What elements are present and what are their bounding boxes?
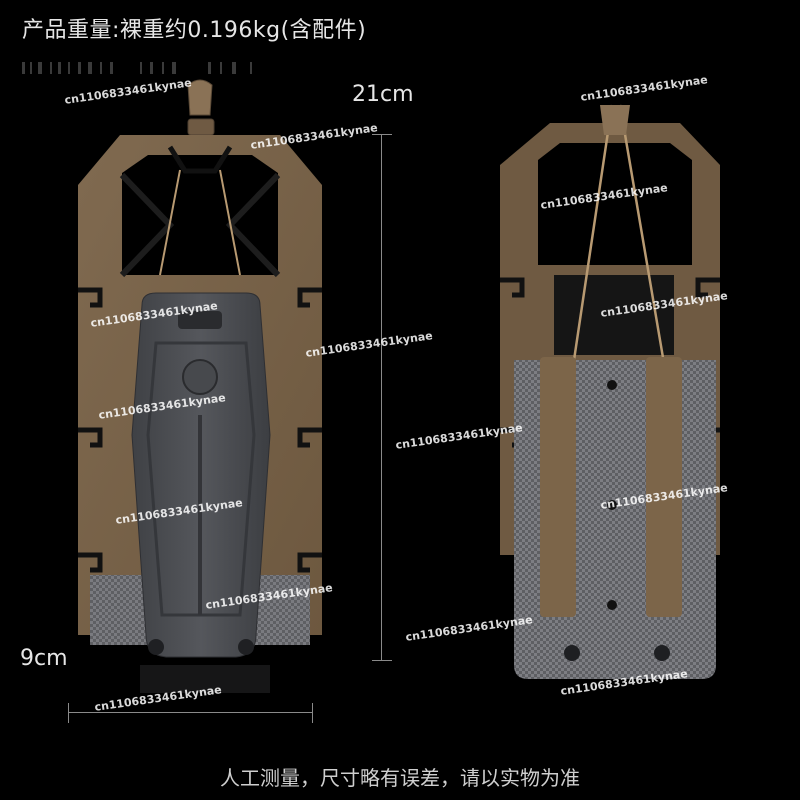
height-dimension-line <box>381 134 382 660</box>
measurement-disclaimer: 人工测量，尺寸略有误差，请以实物为准 <box>220 766 580 790</box>
text-strip-decoration <box>22 62 252 74</box>
width-dimension-line <box>68 712 312 713</box>
product-weight-title: 产品重量:裸重约0.196kg(含配件) <box>22 18 367 43</box>
holster-front-view <box>78 79 322 693</box>
width-dimension-tick-right <box>312 703 313 723</box>
width-dimension-tick-left <box>68 703 69 723</box>
holster-back-view <box>500 104 720 679</box>
height-label: 21cm <box>352 82 414 107</box>
width-label: 9cm <box>20 646 68 671</box>
height-dimension-tick-bottom <box>372 660 392 661</box>
height-dimension-tick-top <box>372 134 392 135</box>
